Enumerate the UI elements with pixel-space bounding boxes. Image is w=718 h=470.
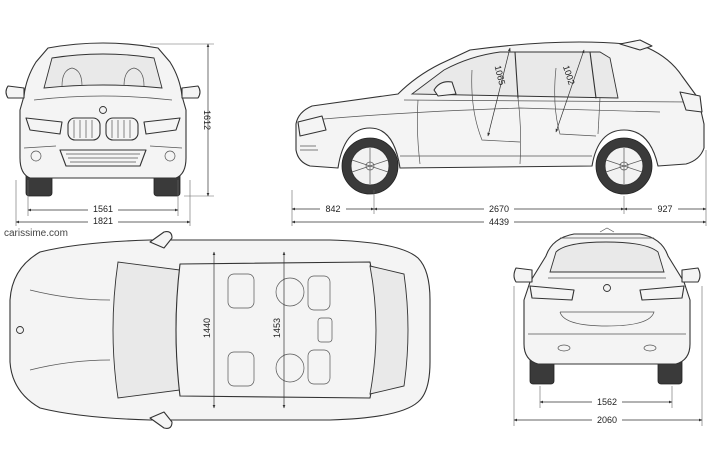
left-mirror — [5, 85, 25, 99]
top-view: 1440 1453 — [9, 231, 431, 429]
right-taillight — [639, 285, 685, 301]
top-left-mirror — [149, 231, 173, 249]
front-headroom-label: 1065 — [493, 64, 508, 86]
rear-badge-icon — [603, 284, 611, 292]
rear-right-mirror — [681, 267, 701, 283]
overall-length-label: 4439 — [489, 217, 509, 227]
front-track-label: 1561 — [93, 204, 113, 214]
watermark: carissime.com — [4, 228, 68, 239]
top-windshield — [112, 261, 181, 399]
right-headlight — [143, 117, 181, 135]
side-view-dimensions: 842 2670 927 4439 — [291, 150, 707, 228]
side-mirror — [433, 81, 457, 97]
right-mirror — [181, 85, 201, 99]
wheelbase-label: 2670 — [489, 204, 509, 214]
top-badge-icon — [16, 326, 24, 334]
width-with-mirrors-label: 2060 — [597, 415, 617, 425]
front-overhang-label: 842 — [325, 204, 340, 214]
front-windshield — [43, 53, 163, 89]
rear-view — [513, 227, 701, 385]
rear-window — [549, 241, 665, 273]
front-badge-icon — [99, 106, 107, 114]
rear-view-dimensions: 1562 2060 — [513, 286, 703, 426]
kidney-grille-right — [105, 117, 139, 141]
kidney-grille-left — [67, 117, 101, 141]
rear-left-mirror — [513, 267, 533, 283]
rear-shoulder-width-label: 1453 — [272, 318, 282, 338]
front-height-label: 1612 — [202, 110, 212, 130]
side-view: 1065 1002 — [295, 39, 705, 195]
front-view — [5, 42, 201, 197]
front-width-label: 1821 — [93, 216, 113, 226]
left-headlight — [25, 117, 63, 135]
front-view-dimensions: 1561 1821 1612 — [15, 43, 214, 227]
front-shoulder-width-label: 1440 — [202, 318, 212, 338]
rear-overhang-label: 927 — [657, 204, 672, 214]
rear-track-label: 1562 — [597, 397, 617, 407]
top-right-mirror — [149, 411, 173, 429]
left-taillight — [529, 285, 575, 301]
